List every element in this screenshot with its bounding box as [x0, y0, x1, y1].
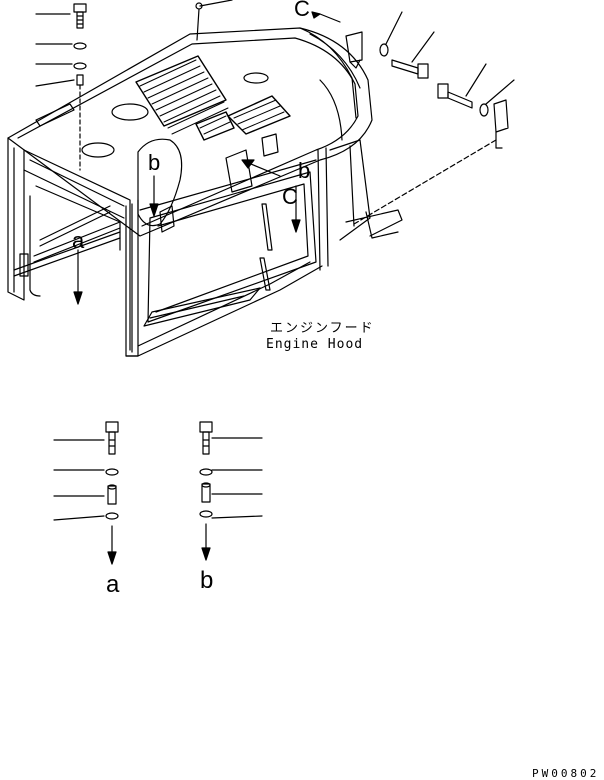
bolt-head — [417, 63, 429, 79]
fastener-stack-b — [199, 421, 263, 561]
arrow-head — [201, 547, 211, 561]
engine-hood-body — [7, 27, 403, 357]
bolt-shank — [108, 431, 116, 455]
spacer — [76, 74, 84, 86]
callout-b-label: b — [148, 150, 160, 175]
fastener-stack-a — [53, 421, 119, 565]
hood-callout-arrows — [73, 159, 301, 305]
bolt-shank — [202, 431, 210, 455]
bolt-head — [199, 421, 213, 433]
callout-b-shape — [137, 138, 183, 227]
washer — [379, 43, 389, 57]
bolt-shank — [447, 91, 473, 109]
leader-line — [485, 79, 515, 105]
bolt-head — [437, 83, 449, 99]
top-left-fastener-stack — [35, 3, 87, 171]
leader-line — [53, 515, 105, 521]
bolt-shank — [391, 59, 419, 75]
callout-c-top-label: C — [294, 0, 310, 21]
washer — [73, 42, 87, 50]
leader-line — [211, 515, 263, 519]
leader-line — [385, 11, 403, 45]
bracket-c-assembly — [311, 11, 515, 225]
spacer — [201, 483, 211, 503]
leader-line — [411, 31, 435, 63]
hood-opening — [81, 142, 115, 158]
assembly-line — [353, 139, 497, 225]
callout-b-right-label: b — [298, 158, 310, 183]
part-name-jp: エンジンフード — [270, 321, 375, 336]
pin-shank — [196, 8, 200, 41]
bolt-head — [105, 421, 119, 433]
hood-opening — [111, 103, 149, 121]
leader-line — [465, 63, 487, 97]
arrow-head — [107, 551, 117, 565]
part-name-en: Engine Hood — [266, 337, 363, 352]
washer — [199, 468, 213, 476]
leader-line — [35, 79, 75, 87]
hood-opening — [243, 72, 269, 84]
arrow-head — [311, 11, 321, 19]
spacer — [107, 485, 117, 505]
reference-a-label: a — [106, 571, 120, 598]
callout-a-label: a — [72, 228, 85, 253]
washer — [105, 468, 119, 476]
leader-line — [199, 0, 233, 7]
bracket — [345, 31, 363, 63]
washer — [199, 510, 213, 518]
reference-b-label: b — [200, 567, 213, 594]
bracket — [493, 99, 509, 133]
drawing-code: PW00802 — [532, 767, 599, 780]
washer — [105, 512, 119, 520]
washer — [73, 62, 87, 70]
washer — [479, 103, 489, 117]
callout-c-label: C — [282, 184, 298, 209]
bolt-head — [73, 3, 87, 13]
direction-line — [319, 13, 341, 23]
